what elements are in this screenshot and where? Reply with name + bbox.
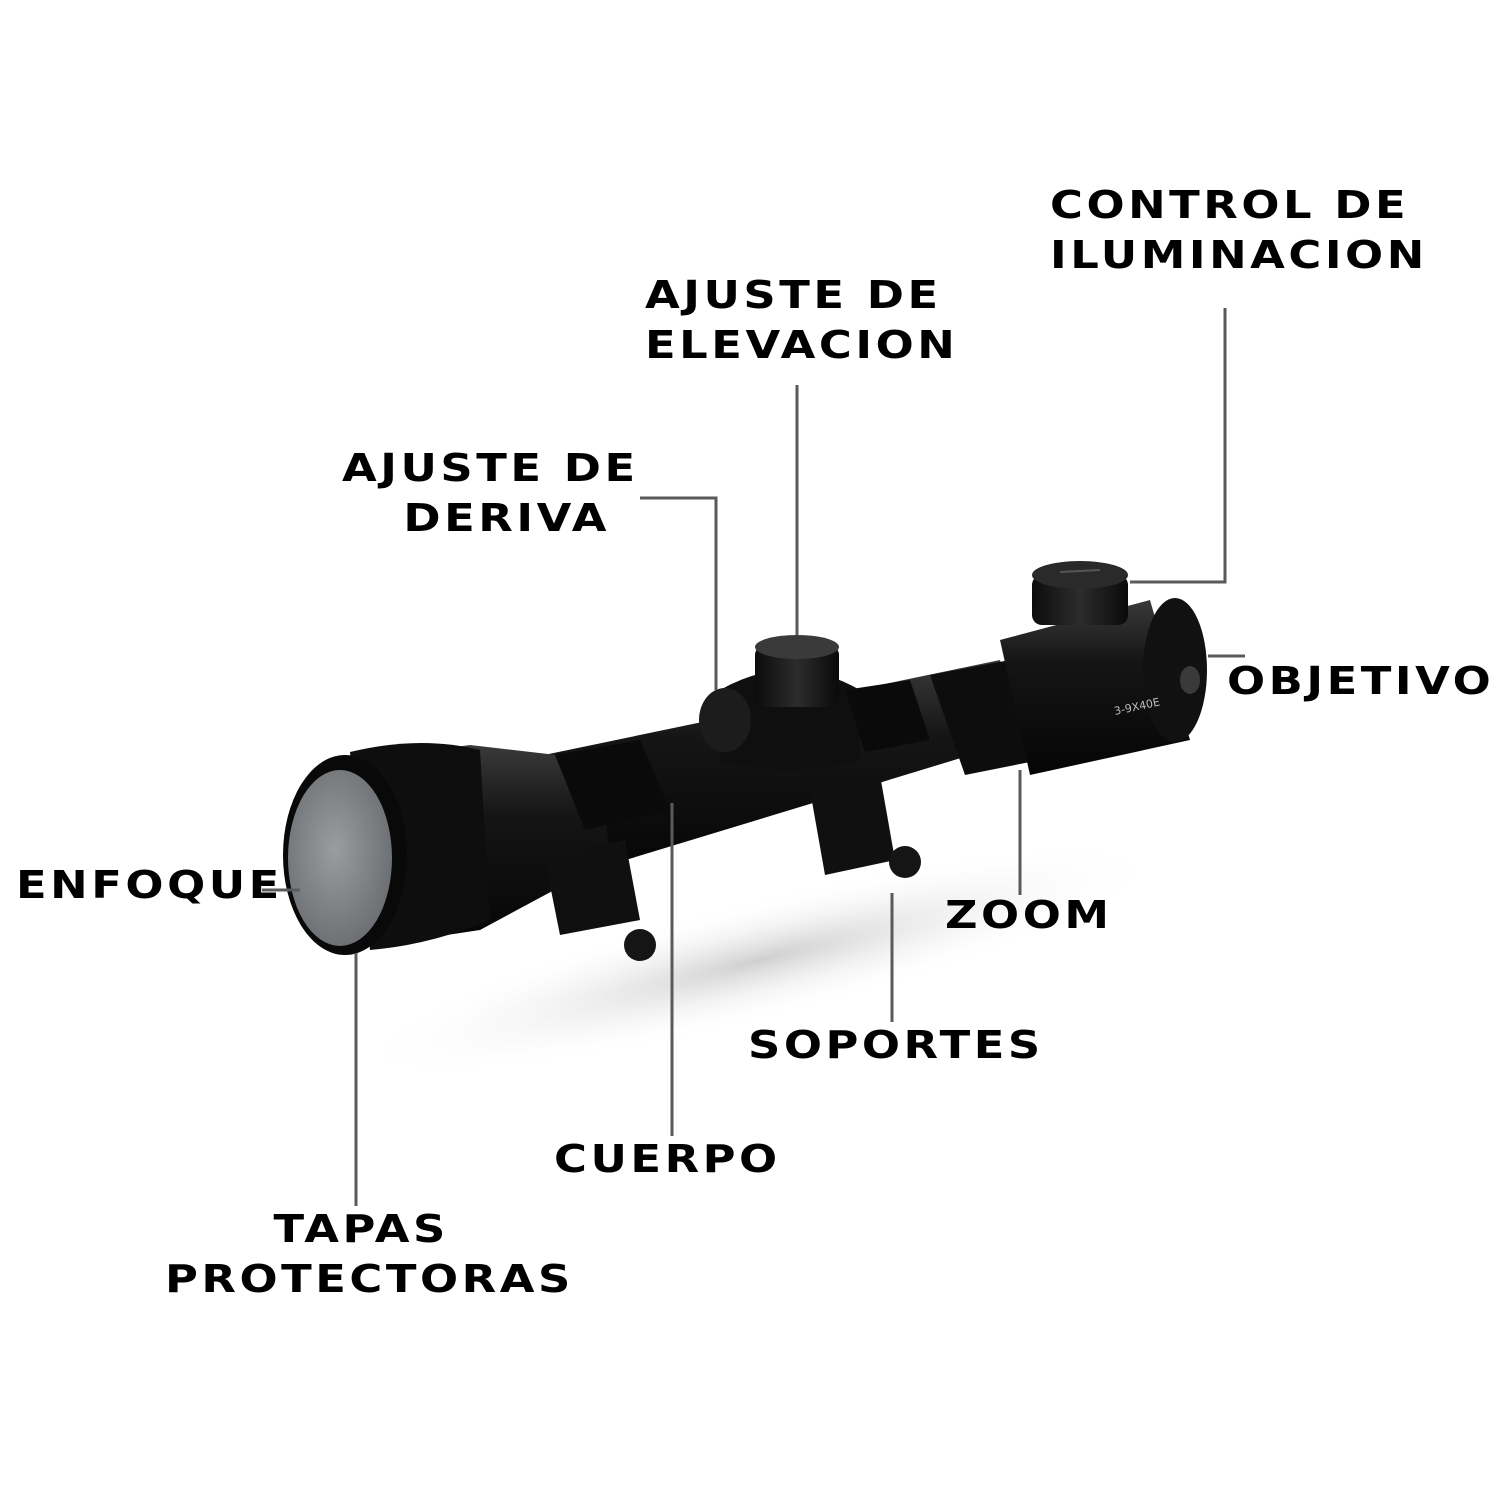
front-mount xyxy=(545,840,640,935)
front-ring xyxy=(555,740,670,830)
objective-front xyxy=(1143,598,1207,742)
label-tapas-protectoras: TAPAS PROTECTORAS xyxy=(165,1204,574,1304)
label-line: ZOOM xyxy=(945,893,1113,937)
label-line: CONTROL DE xyxy=(1050,183,1410,227)
label-zoom: ZOOM xyxy=(945,890,1113,940)
label-enfoque: ENFOQUE xyxy=(16,860,283,910)
label-line: AJUSTE DE xyxy=(342,446,639,490)
rear-mount xyxy=(810,775,895,875)
leader-lines xyxy=(262,308,1245,1206)
label-line: ENFOQUE xyxy=(16,863,283,907)
label-line: PROTECTORAS xyxy=(165,1257,574,1301)
label-ajuste-elevacion: AJUSTE DE ELEVACION xyxy=(645,270,958,370)
label-line: AJUSTE DE xyxy=(645,273,942,317)
front-mount-screw xyxy=(624,929,656,961)
label-cuerpo: CUERPO xyxy=(554,1134,781,1184)
cap-lens xyxy=(288,770,392,946)
label-ajuste-deriva: AJUSTE DE DERIVA xyxy=(342,443,639,543)
label-soportes: SOPORTES xyxy=(748,1020,1044,1070)
scope-shadow xyxy=(352,842,1168,1078)
label-line: SOPORTES xyxy=(748,1023,1044,1067)
label-line: TAPAS xyxy=(273,1207,449,1251)
label-line: ILUMINACION xyxy=(1050,233,1428,277)
label-line: OBJETIVO xyxy=(1227,659,1495,703)
leader-control-iluminacion xyxy=(1130,308,1227,584)
label-line: CUERPO xyxy=(554,1137,781,1181)
illumination-knob xyxy=(1032,575,1128,625)
objective-bell xyxy=(1000,600,1190,775)
windage-knob xyxy=(699,688,751,752)
knob-slot xyxy=(1059,569,1101,573)
label-line: ELEVACION xyxy=(645,323,959,367)
rear-mount-screw xyxy=(889,846,921,878)
label-objetivo: OBJETIVO xyxy=(1227,656,1494,706)
label-control-iluminacion: CONTROL DE ILUMINACION xyxy=(1050,180,1428,280)
elevation-knob xyxy=(755,645,839,707)
label-line: DERIVA xyxy=(403,496,611,540)
leader-ajuste-deriva xyxy=(640,496,718,690)
elevation-knob-top xyxy=(755,635,839,659)
illumination-knob-top xyxy=(1032,561,1128,589)
objective-glint xyxy=(1180,666,1200,694)
rear-ring xyxy=(845,680,930,752)
